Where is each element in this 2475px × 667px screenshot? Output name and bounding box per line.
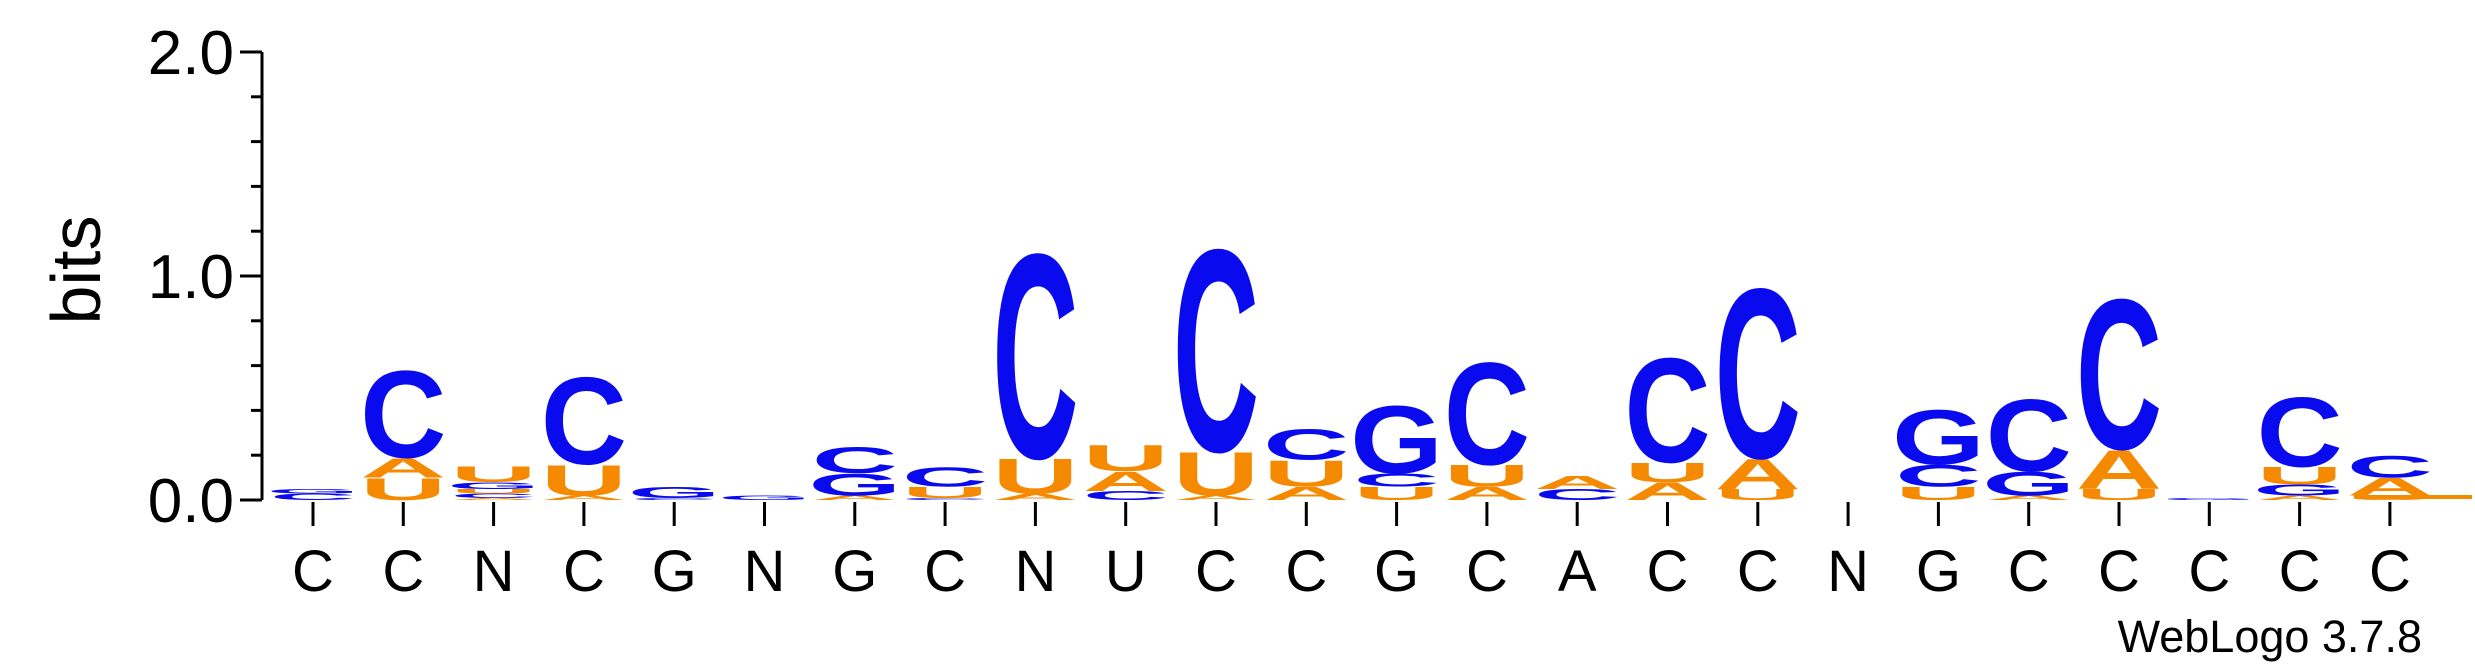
y-tick-label: 1.0 xyxy=(148,243,234,312)
position-label: C xyxy=(2098,539,2140,604)
position-label: G xyxy=(1374,539,1419,604)
logo-glyph-G: G xyxy=(808,468,901,503)
logo-glyph-C: C xyxy=(1624,327,1710,494)
weblogo-credit: WebLogo 3.7.8 xyxy=(2118,611,2422,662)
logo-glyph-U: U xyxy=(2076,486,2162,503)
logo-glyph-C: C xyxy=(1083,489,1169,503)
y-axis-title: bits xyxy=(37,216,115,325)
position-label: C xyxy=(1285,539,1327,604)
logo-glyph-U: U xyxy=(992,449,1078,504)
position-label: C xyxy=(292,539,334,604)
logo-glyph-C: C xyxy=(1715,238,1801,510)
logo-glyph-U: U xyxy=(450,463,536,487)
logo-glyph-U: U xyxy=(1353,483,1439,504)
logo-glyph-A: A xyxy=(2076,438,2162,500)
logo-glyph-C: C xyxy=(2347,450,2433,485)
logo-glyph-C: C xyxy=(812,439,898,481)
logo-glyph-C: C xyxy=(902,461,988,492)
logo-glyph-C: C xyxy=(2076,254,2162,494)
position-label: C xyxy=(1647,539,1689,604)
position-label: C xyxy=(2279,539,2321,604)
logo-glyph-G: G xyxy=(2163,497,2256,500)
logo-glyph-U: U xyxy=(360,472,446,507)
logo-glyph-U: U xyxy=(1263,453,1349,495)
logo-glyph-G: G xyxy=(1350,387,1443,495)
logo-glyph-U: U xyxy=(902,484,988,501)
logo-glyph-A: A xyxy=(1986,494,2072,501)
logo-glyph-C: C xyxy=(360,345,446,484)
logo-glyph-A: A xyxy=(1263,483,1349,504)
position-label: C xyxy=(924,539,966,604)
logo-glyph-A: A xyxy=(1624,478,1710,506)
position-label: C xyxy=(1737,539,1779,604)
logo-glyph-A: A xyxy=(1534,472,1620,493)
position-label: C xyxy=(382,539,424,604)
logo-glyph-A: A xyxy=(992,492,1078,502)
y-tick-label: 2.0 xyxy=(148,19,234,88)
logo-glyph-U: U xyxy=(1444,459,1530,494)
position-label: N xyxy=(473,539,515,604)
logo-glyph-C: C xyxy=(1263,421,1349,469)
position-label: C xyxy=(2188,539,2230,604)
position-label: U xyxy=(1105,539,1147,604)
y-tick-label: 0.0 xyxy=(148,467,234,536)
position-label: C xyxy=(2369,539,2411,604)
logo-glyph-U: U xyxy=(1624,457,1710,488)
logo-glyph-C: C xyxy=(1173,189,1259,512)
logo-glyph-A: A xyxy=(1083,466,1169,497)
position-label: C xyxy=(563,539,605,604)
position-label: G xyxy=(832,539,877,604)
logo-glyph-U: U xyxy=(1715,486,1801,503)
logo-glyph-A: A xyxy=(450,497,536,500)
logo-glyph-G: G xyxy=(628,484,721,501)
logo-glyph-C: C xyxy=(1353,470,1439,491)
position-label: A xyxy=(1558,539,1597,604)
logo-glyph-C: C xyxy=(1986,378,2072,493)
position-label: C xyxy=(1195,539,1237,604)
logo-glyph-C: C xyxy=(270,492,356,502)
logo-glyph-U: U xyxy=(1083,437,1169,479)
position-label: N xyxy=(1014,539,1056,604)
logo-glyph-C: C xyxy=(1444,333,1530,496)
logo-glyph-C: C xyxy=(902,497,988,500)
logo-glyph-C: C xyxy=(1895,459,1981,494)
logo-glyph-A: A xyxy=(2256,494,2342,501)
logo-glyph-C: C xyxy=(450,492,536,499)
position-label: N xyxy=(744,539,786,604)
logo-glyph-A: A xyxy=(812,494,898,501)
logo-glyph-A: A xyxy=(541,494,627,501)
position-label: G xyxy=(652,539,697,604)
logo-glyph-U: U xyxy=(2256,462,2342,490)
logo-glyph-G: G xyxy=(267,488,360,495)
position-label: C xyxy=(2008,539,2050,604)
logo-glyph-A: A xyxy=(1444,483,1530,504)
position-label: C xyxy=(1466,539,1508,604)
logo-glyph-U: U xyxy=(1173,440,1259,509)
logo-glyph-U: U xyxy=(450,488,536,495)
logo-glyph-C: C xyxy=(2256,377,2342,488)
y-axis: 0.0 1.0 2.0 xyxy=(148,19,264,536)
position-label: N xyxy=(1827,539,1869,604)
logo-glyph-A: A xyxy=(1715,450,1801,498)
logo-glyph-G: G xyxy=(447,480,540,490)
logo-glyph-C: C xyxy=(631,497,717,500)
logo-glyph-C: C xyxy=(1534,486,1620,503)
logo-glyph-G: G xyxy=(718,494,811,501)
position-label: G xyxy=(1916,539,1961,604)
logo-glyph-C: C xyxy=(541,352,627,491)
logo-glyph-C: C xyxy=(992,194,1078,520)
logo-glyph-A: A xyxy=(1173,494,1259,501)
logo-glyph-G: G xyxy=(2253,482,2346,499)
logo-glyph-G: G xyxy=(1892,395,1985,481)
logo-glyph-G: G xyxy=(1982,464,2075,503)
logo-glyph-U: U xyxy=(541,457,627,505)
logo-glyph-U: U xyxy=(1895,483,1981,504)
logo-glyph-A: A xyxy=(360,452,446,483)
